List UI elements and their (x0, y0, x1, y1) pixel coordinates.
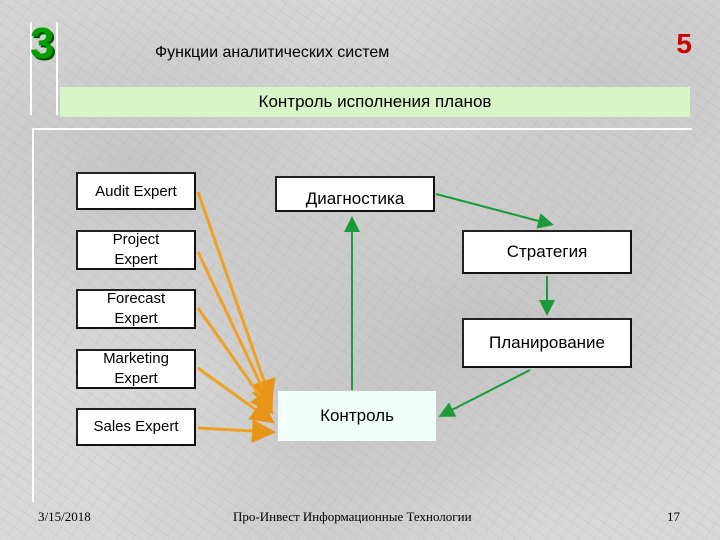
arrow-marketing-to-control (197, 366, 275, 424)
slide-title: Функции аналитических систем (155, 44, 390, 61)
cycle-control: Контроль (278, 391, 436, 441)
tool-marketing-label-2: Expert (114, 370, 158, 387)
cycle-planning-label: Планирование (488, 333, 606, 352)
footer-company: Про-Инвест Информационные Технологии (233, 509, 472, 524)
cycle-strategy: Стратегия (462, 230, 632, 274)
footer-page-number: 17 (667, 509, 680, 524)
arrow-forecast-to-control (196, 307, 274, 415)
tool-project-label-2: Expert (114, 251, 158, 268)
tool-sales-expert: Sales Expert (76, 408, 196, 446)
tool-forecast-expert: Forecast Expert (76, 289, 196, 329)
slide-number: 3 (30, 19, 55, 68)
tool-marketing-expert: Marketing Expert (76, 349, 196, 389)
tool-project-expert: Project Expert (76, 230, 196, 270)
footer-date: 3/15/2018 (38, 509, 91, 524)
tool-sales-label: Sales Expert (93, 418, 179, 435)
arrow-project-to-control (196, 251, 274, 410)
cycle-strategy-label: Стратегия (506, 242, 588, 261)
tool-audit-label: Audit Expert (95, 183, 177, 200)
cycle-diagnostics-label: Диагностика (305, 189, 405, 208)
corner-number: 5 (676, 28, 692, 59)
tool-marketing-label-1: Marketing (103, 350, 169, 367)
banner-label: Контроль исполнения планов (258, 92, 492, 111)
content-frame (32, 128, 692, 502)
left-decor-rail (30, 22, 58, 115)
tool-forecast-label-1: Forecast (106, 290, 166, 307)
arrow-planning-to-control (438, 369, 531, 417)
banner: Контроль исполнения планов (60, 87, 690, 117)
arrow-audit-to-control (196, 191, 276, 404)
tool-project-label-1: Project (112, 231, 160, 248)
cycle-diagnostics: Диагностика (275, 176, 435, 212)
arrow-sales-to-control (197, 419, 276, 443)
cycle-planning: Планирование (462, 318, 632, 368)
cycle-control-label: Контроль (320, 406, 394, 425)
arrow-diagnostics-to-strategy (435, 193, 554, 229)
tool-forecast-label-2: Expert (114, 310, 158, 327)
tool-audit-expert: Audit Expert (76, 172, 196, 210)
